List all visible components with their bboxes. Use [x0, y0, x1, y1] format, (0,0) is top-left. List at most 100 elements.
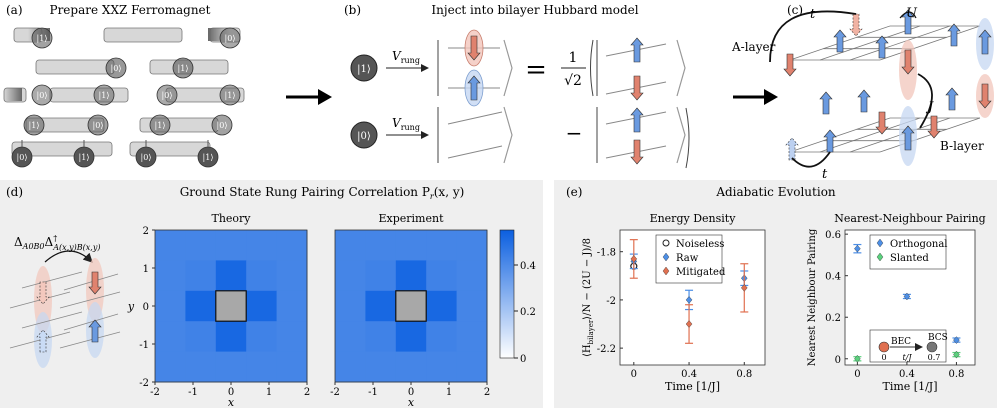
data-point-orthogonal	[854, 244, 861, 253]
y-tick-label: 0.6	[825, 230, 841, 241]
heatmap-cell	[426, 321, 458, 353]
heatmap-cell	[365, 290, 397, 322]
gate-bar	[103, 27, 183, 43]
delta-correlator-label: ΔA0B0Δ†A(x,y)B(x,y)	[14, 234, 100, 252]
hopping-arc-bottom	[791, 151, 831, 168]
bec-marker	[878, 341, 890, 353]
bottom-state-label: |0⟩	[141, 153, 152, 162]
data-point-slanted	[953, 350, 960, 359]
heatmap-cell	[215, 351, 247, 383]
heatmap-cell	[335, 230, 366, 261]
spin-down-arrow	[88, 271, 102, 295]
panel-e-title: Adiabatic Evolution	[715, 185, 836, 199]
j-arc	[917, 73, 933, 129]
inset-t-over-j: t/J	[902, 353, 912, 362]
panel-c-tag: (c)	[787, 3, 803, 17]
gate-fade	[4, 88, 22, 101]
legend-marker	[662, 266, 670, 276]
x-tick-label: 0.4	[681, 369, 697, 380]
heatmap-cell	[276, 321, 308, 353]
panel-b-title: Inject into bilayer Hubbard model	[431, 3, 638, 17]
ket-angle	[503, 39, 513, 97]
panel-b-tag: (b)	[344, 3, 361, 17]
lattice-line	[879, 117, 981, 153]
heatmap-cell	[335, 321, 366, 353]
heatmap-cell	[365, 351, 397, 383]
qubit-one-circle	[350, 54, 378, 82]
qubit-circle	[87, 114, 109, 136]
heatmap-cell	[395, 351, 427, 383]
heatmap-cell	[426, 260, 458, 292]
lattice-bond	[63, 273, 119, 291]
qubit-circle	[31, 27, 53, 49]
hopping-t-top: t	[810, 7, 816, 22]
spin-up-arrow	[630, 37, 644, 63]
qubit-state-label: |0⟩	[162, 91, 173, 100]
hopping-arc-top	[769, 10, 857, 63]
colorbar-tick-02: 0.2	[520, 307, 536, 318]
legend-label: Slanted	[890, 253, 929, 264]
qubit-state-label: |1⟩	[178, 64, 189, 73]
panel-a-tag: (a)	[6, 3, 23, 17]
spin-up-arrow	[875, 35, 889, 59]
chart-title: Nearest-Neighbour Pairing	[834, 212, 985, 225]
x-tick-label: -1	[368, 387, 378, 398]
heatmap-cell	[215, 230, 247, 261]
paren-left	[590, 39, 594, 97]
y-tick-label: -2.2	[597, 344, 616, 355]
y-tick-label: 0.4	[825, 272, 841, 283]
x-tick-label: 0.4	[899, 369, 915, 380]
legend-label: Noiseless	[676, 239, 724, 250]
colorbar: 0 0.2 0.4	[499, 229, 536, 365]
qubit-circle	[156, 84, 178, 106]
heatmap-cell	[215, 260, 247, 292]
y-tick-label: -1	[139, 340, 149, 351]
x-tick-label: 0.8	[948, 369, 964, 380]
heatmap-cell	[395, 290, 427, 322]
qubit-state-label: |1⟩	[155, 121, 166, 130]
panel-c: (c) t t U J A-layer B-layer	[731, 3, 994, 182]
legend-label: Mitigated	[676, 267, 726, 278]
x-tick-label: -2	[150, 387, 160, 398]
correlation-arc	[44, 250, 93, 263]
heatmap-cell	[456, 290, 488, 322]
spin-down-arrow	[467, 35, 481, 61]
panel-e-tag: (e)	[566, 185, 582, 199]
heatmap-center-cell	[215, 290, 247, 322]
rung-coupling-j: J	[925, 100, 934, 115]
spin-down-arrow	[978, 83, 992, 109]
v-rung-label-2: Vrung	[392, 116, 420, 132]
y-axis-label: y	[127, 300, 135, 313]
heatmap-cell	[155, 260, 186, 292]
legend-label: Orthogonal	[890, 239, 947, 250]
heatmap-cell	[185, 351, 217, 383]
spin-up-arrow	[819, 91, 833, 115]
spin-down-arrow	[875, 111, 889, 135]
y-tick-label: -2	[139, 378, 149, 389]
spin-up-arrow	[467, 75, 481, 101]
heatmap-cell	[426, 230, 458, 261]
heatmap-cell	[155, 321, 186, 353]
lattice-line	[849, 25, 951, 61]
data-point-mitigated	[630, 255, 638, 263]
spin-down-arrow	[783, 53, 797, 77]
spin-down-arrow	[927, 115, 941, 139]
x-tick-label: 0	[631, 369, 637, 380]
inset-zero-label: 0	[881, 353, 886, 362]
colorbar-tick-0: 0	[520, 354, 526, 365]
y-axis-label: Nearest Neighbour Pairing	[807, 228, 818, 366]
rung-kets	[437, 29, 690, 169]
lattice-bond	[63, 313, 119, 331]
lattice-bond	[21, 271, 83, 289]
panel-b: (b) Inject into bilayer Hubbard model |1…	[344, 3, 690, 169]
legend-box	[869, 234, 947, 270]
equals-sign: =	[525, 55, 547, 85]
bottom-state-label: |1⟩	[79, 153, 90, 162]
heatmap-cell	[155, 290, 186, 322]
y-tick-label: -2	[606, 296, 616, 307]
qubit-circle	[172, 57, 194, 79]
lattice-bond	[21, 311, 83, 329]
lattice-bond	[447, 145, 503, 159]
